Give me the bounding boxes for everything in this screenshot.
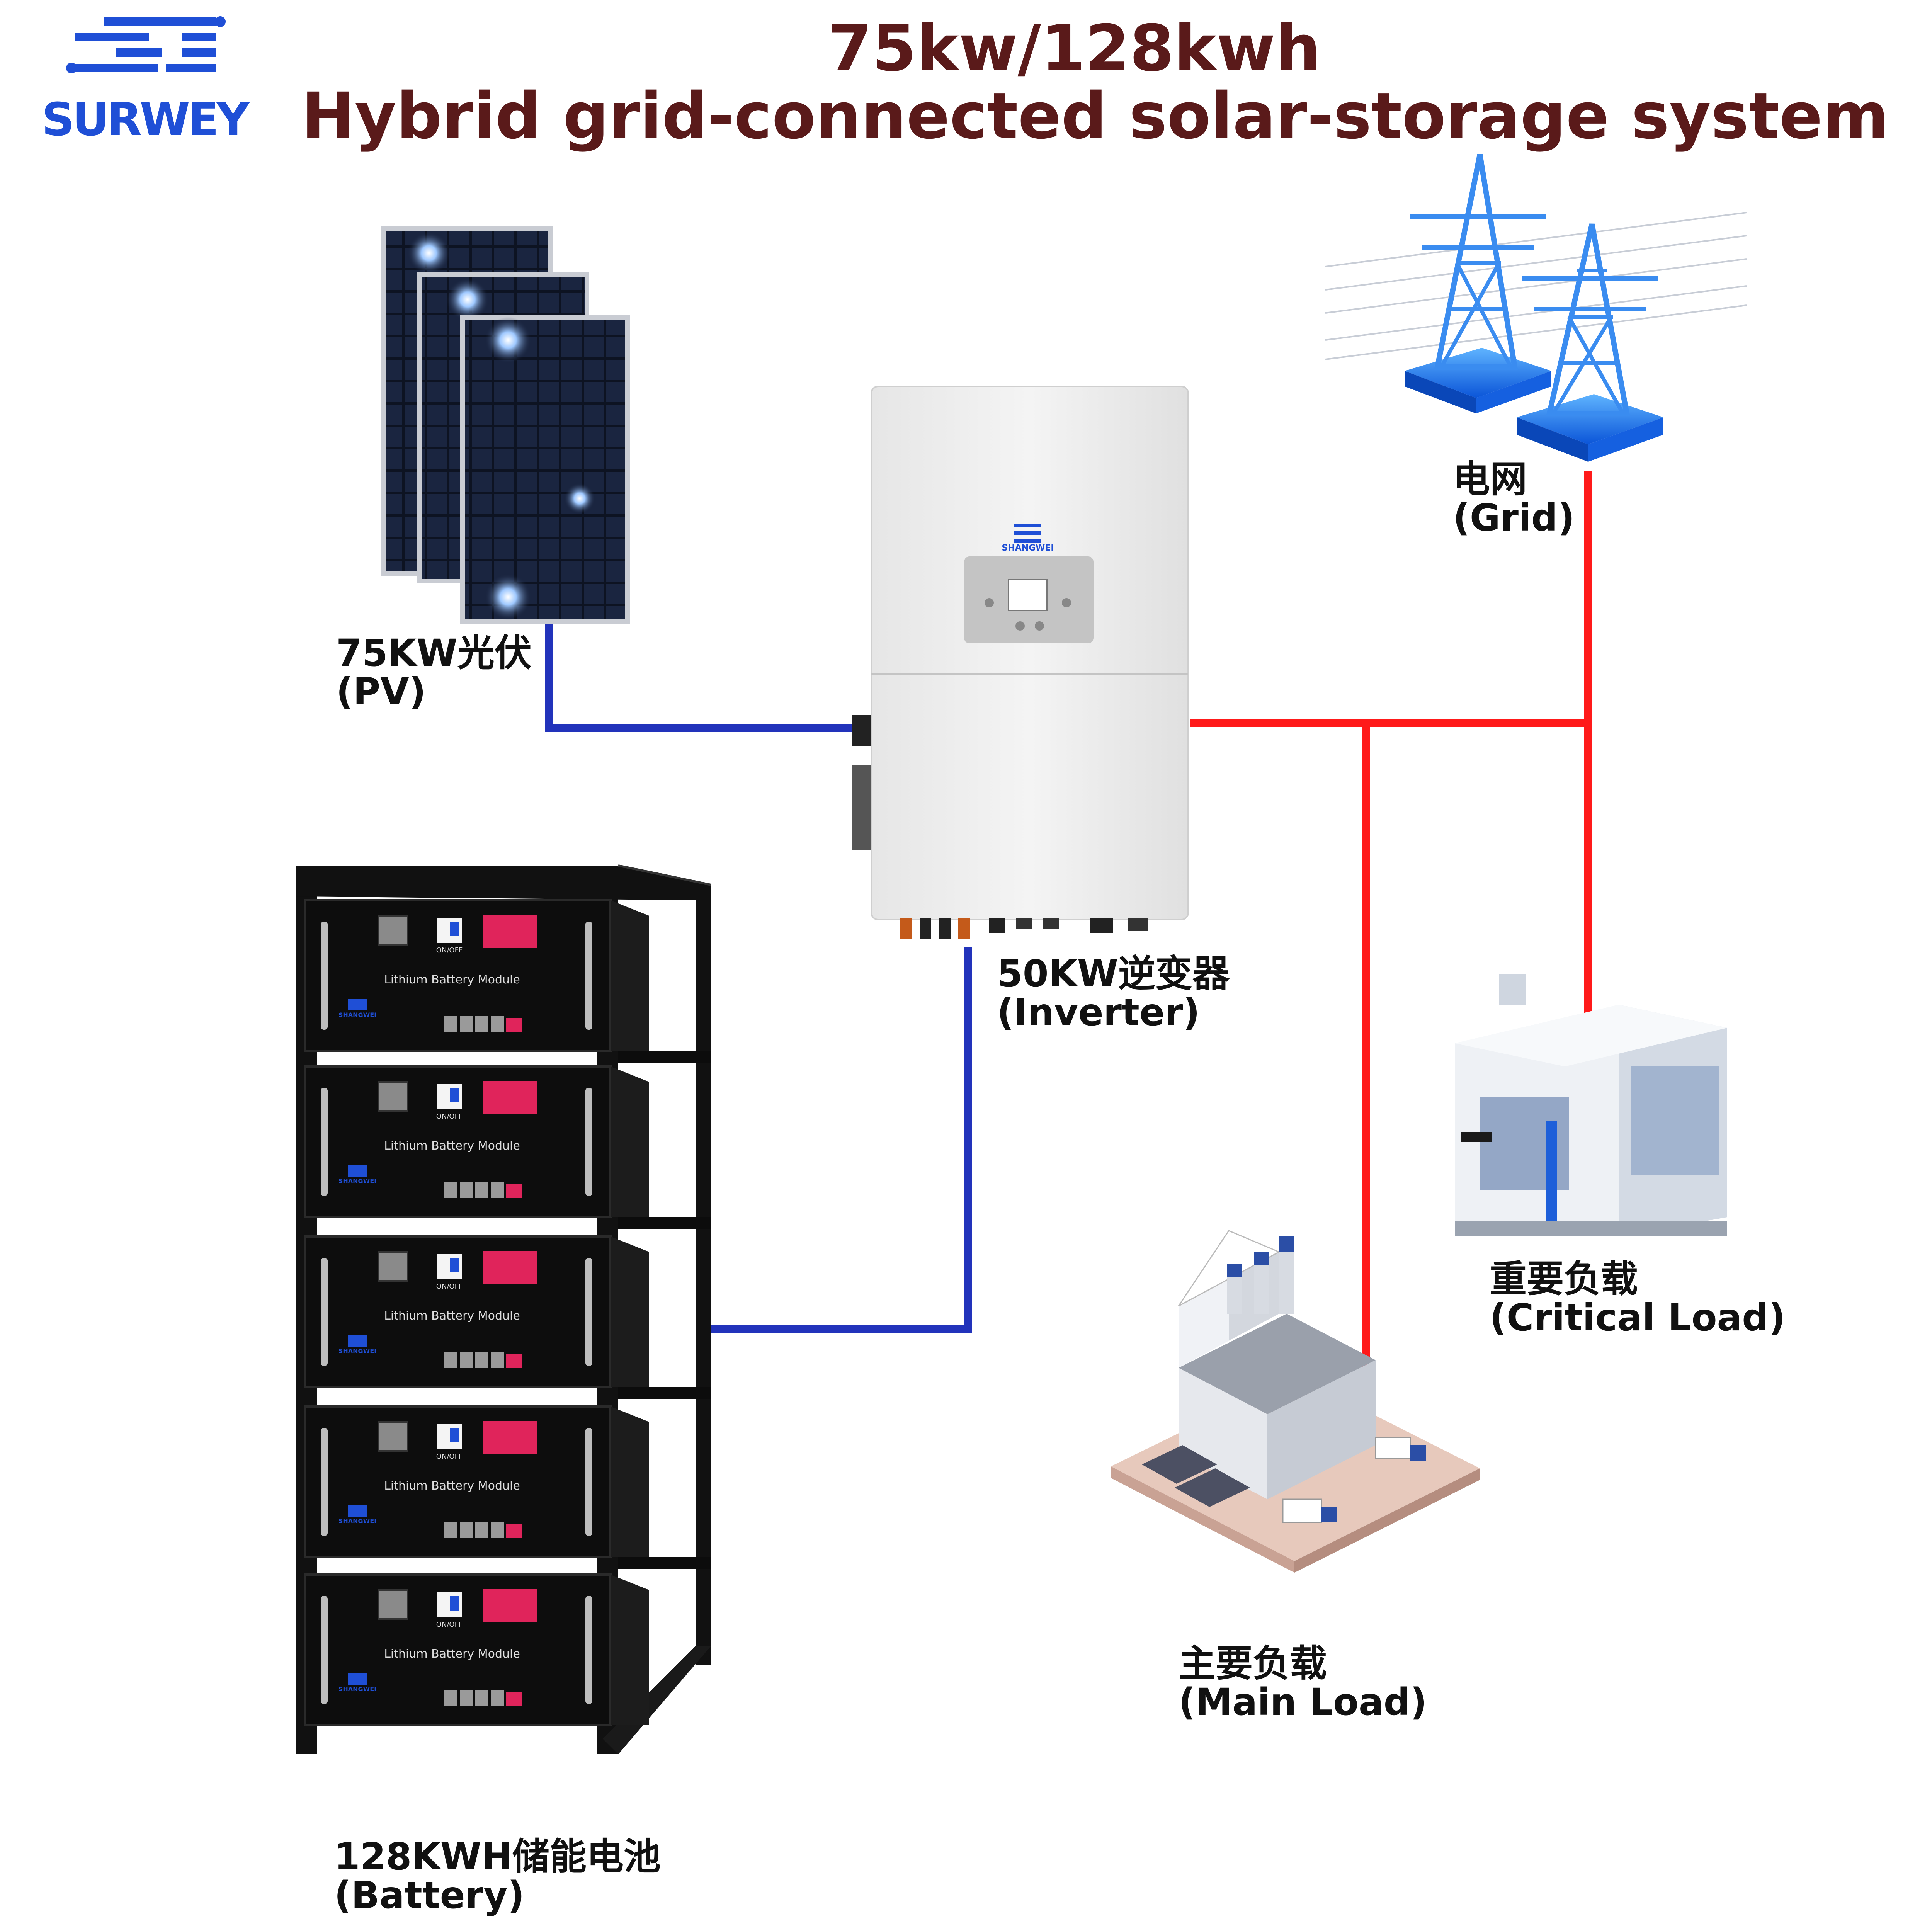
pv-panels [381,226,630,624]
comm-port [444,1352,457,1368]
comm-port [475,1690,488,1706]
sh-logo-icon [66,16,226,73]
power-lines [1325,212,1747,360]
grid-label-en: (Grid) [1453,496,1575,539]
delivery-trucks [1282,1437,1426,1523]
comm-port [444,1182,457,1198]
module-brand-text: SHANGWEI [338,1347,376,1355]
comm-port [460,1352,473,1368]
comm-port [444,1690,457,1706]
positive-terminal [483,1251,537,1284]
battery-label-cn: 128KWH储能电池 [334,1835,661,1878]
battery-module-label: Lithium Battery Module [384,1647,520,1661]
main-load-factory [1111,1230,1480,1573]
critical-load-label-en: (Critical Load) [1490,1296,1786,1339]
brand-logo [66,16,226,73]
warehouse-blocks [1142,1445,1250,1507]
battery-label: 128KWH储能电池 (Battery) [334,1837,661,1915]
switch-label: ON/OFF [436,1112,463,1121]
comm-port [444,1522,457,1538]
page-title-line2: Hybrid grid-connected solar-storage syst… [301,79,1889,153]
critical-load-label-cn: 重要负载 [1490,1257,1638,1301]
comm-port [491,1690,504,1706]
pv-panel-front [460,315,630,624]
negative-terminal [378,1251,408,1282]
comm-port [460,1016,473,1032]
comm-port [460,1522,473,1538]
module-logo-icon [348,1335,367,1347]
battery-module-label: Lithium Battery Module [384,1309,520,1323]
module-brand-text: SHANGWEI [338,1177,376,1185]
grid-label-cn: 电网 [1453,457,1527,501]
module-logo-icon [348,999,367,1010]
comm-port [475,1016,488,1032]
pv-label-cn: 75KW光伏 [336,631,532,675]
inverter-terminals [900,918,1148,939]
inverter-label-cn: 50KW逆变器 [997,952,1230,995]
tower-front [1517,223,1663,462]
grid-towers [1325,154,1747,462]
battery-label-en: (Battery) [334,1874,525,1917]
module-logo-icon [348,1673,367,1685]
pv-label: 75KW光伏 (PV) [336,634,532,711]
grid-label: 电网 (Grid) [1453,460,1575,537]
rack-shelves [618,1051,711,1569]
battery-module-label: Lithium Battery Module [384,1139,520,1153]
positive-terminal [483,1589,537,1622]
module-brand-text: SHANGWEI [338,1685,376,1693]
inverter-logo-icon [1014,524,1041,543]
negative-terminal [378,1589,408,1620]
inverter: SHANGWEI [852,386,1189,939]
module-brand-text: SHANGWEI [338,1517,376,1525]
critical-load-label: 重要负载 (Critical Load) [1490,1260,1786,1337]
tower-back [1405,154,1551,413]
comm-port [475,1352,488,1368]
switch-label: ON/OFF [436,1621,463,1629]
inverter-label: 50KW逆变器 (Inverter) [997,954,1230,1032]
comm-port [444,1016,457,1032]
comm-port [491,1016,504,1032]
switch-label: ON/OFF [436,1452,463,1461]
comm-port [460,1690,473,1706]
critical-load-machine [1455,974,1727,1236]
brand-name: SURWEY [42,93,250,146]
comm-port [475,1182,488,1198]
negative-terminal [378,1421,408,1452]
negative-terminal [378,1081,408,1112]
comm-port [475,1522,488,1538]
page-title-line1: 75kw/128kwh [827,11,1321,85]
battery-module-label: Lithium Battery Module [384,1479,520,1493]
negative-terminal [378,915,408,946]
battery-to-inverter-line [711,947,972,1333]
switch-label: ON/OFF [436,1282,463,1291]
positive-terminal [483,1081,537,1114]
positive-terminal [483,1421,537,1454]
smokestacks [1227,1236,1294,1314]
module-logo-icon [348,1165,367,1177]
module-brand-text: SHANGWEI [338,1011,376,1019]
comm-port [491,1182,504,1198]
pv-to-inverter-line [545,624,873,732]
dc-connection-lines [545,624,972,1333]
positive-terminal [483,915,537,948]
inverter-label-en: (Inverter) [997,991,1200,1034]
switch-label: ON/OFF [436,946,463,954]
main-load-label-en: (Main Load) [1179,1680,1427,1724]
battery-module-label: Lithium Battery Module [384,973,520,986]
comm-port [491,1352,504,1368]
comm-port [491,1522,504,1538]
main-load-label-cn: 主要负载 [1179,1642,1327,1685]
module-logo-icon [348,1505,367,1517]
comm-port [460,1182,473,1198]
inverter-brand-text: SHANGWEI [1002,543,1054,553]
ac-connection-lines [1190,471,1592,1379]
main-load-label: 主要负载 (Main Load) [1179,1644,1427,1721]
pv-label-en: (PV) [336,670,426,713]
